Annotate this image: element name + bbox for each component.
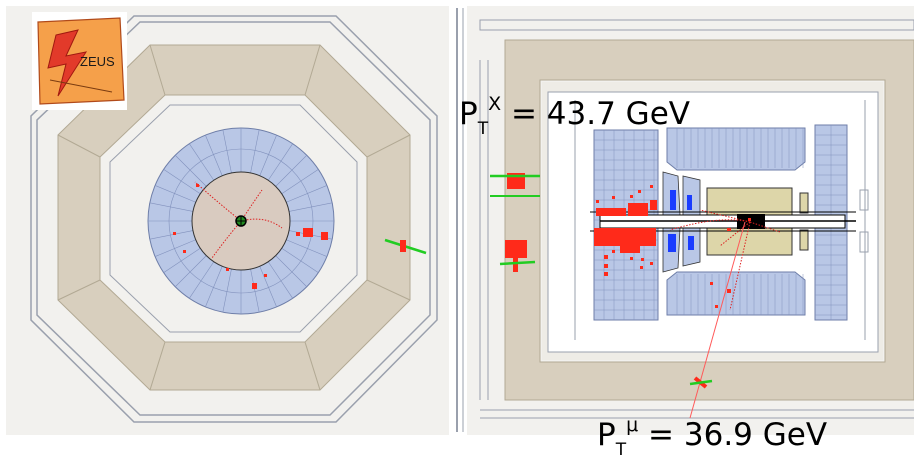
pt-mu-annotation: PTμ = 36.9 GeV bbox=[597, 416, 828, 459]
zeus-logo-text: ZEUS bbox=[80, 54, 115, 69]
pt-x-annotation: PTX = 43.7 GeV bbox=[459, 95, 690, 138]
rz-view-panel bbox=[467, 6, 914, 435]
pt-x-symbol: P bbox=[459, 96, 478, 132]
inner-muon-chambers bbox=[109, 104, 358, 333]
pt-mu-superscript: μ bbox=[626, 414, 639, 436]
zeus-logo: ZEUS bbox=[32, 12, 127, 110]
pt-mu-value: = 36.9 GeV bbox=[638, 417, 828, 453]
rz-tracks bbox=[669, 209, 781, 311]
rz-return-yoke bbox=[504, 39, 914, 401]
pt-mu-subscript: T bbox=[615, 440, 627, 460]
pt-x-value: = 43.7 GeV bbox=[501, 96, 690, 132]
muon-chamber-hit-bottom bbox=[689, 379, 713, 386]
barrel-calorimeter bbox=[666, 127, 806, 316]
muon-track bbox=[689, 221, 746, 419]
pt-x-superscript: X bbox=[488, 93, 502, 115]
xy-energy-deposits bbox=[173, 184, 328, 289]
rz-energy-deposits bbox=[594, 185, 751, 308]
rz-muon-chamber-hits bbox=[490, 173, 540, 272]
outer-boundary-lines bbox=[30, 15, 438, 423]
rz-central-tracker bbox=[706, 187, 809, 256]
pt-mu-symbol: P bbox=[597, 417, 616, 453]
pt-x-subscript: T bbox=[477, 119, 489, 139]
